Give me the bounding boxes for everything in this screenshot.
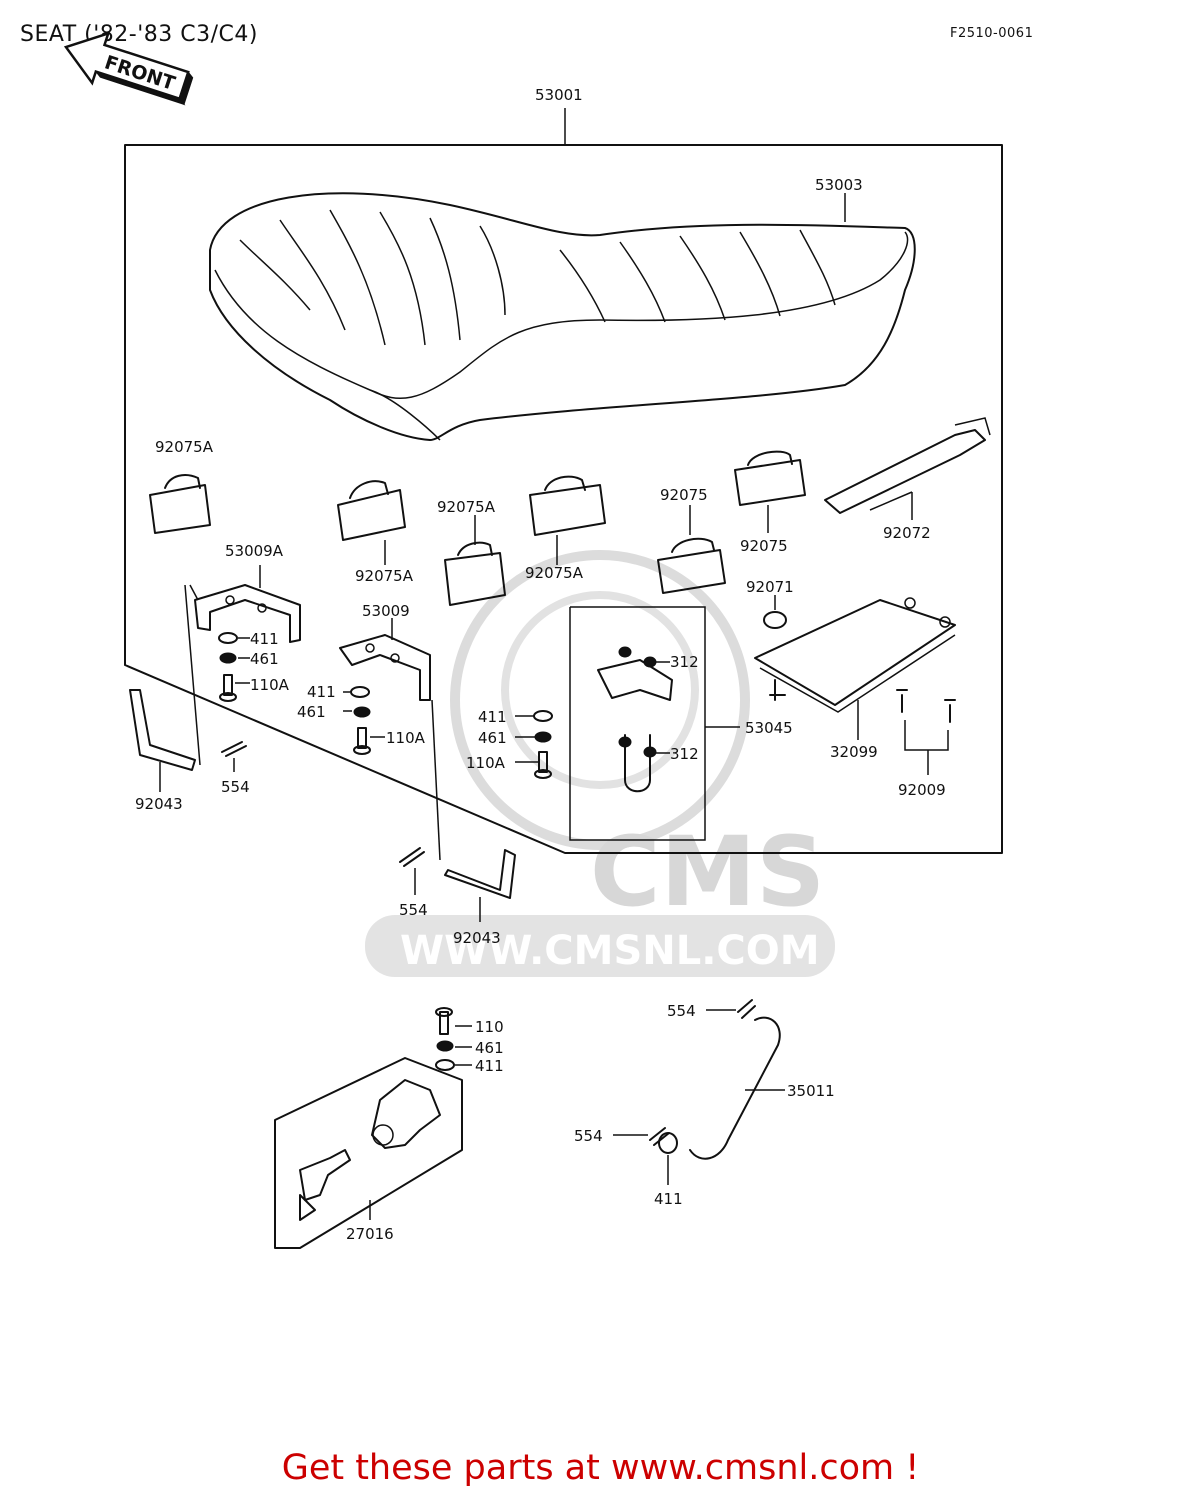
lock-hook-53045 <box>569 606 740 841</box>
watermark-url: WWW.CMSNL.COM <box>400 928 820 974</box>
cushion-92075A-1 <box>149 474 211 534</box>
callout-92075A-3: 92075A <box>437 498 496 516</box>
callout-461-2: 461 <box>297 703 326 721</box>
callout-53009A: 53009A <box>225 542 284 560</box>
callout-92071: 92071 <box>746 578 794 596</box>
callout-110A-2: 110A <box>386 729 426 747</box>
callout-461-4: 461 <box>475 1039 504 1057</box>
parts-shop-link[interactable]: Get these parts at www.cmsnl.com ! <box>281 1448 920 1488</box>
callout-312-2: 312 <box>670 745 699 763</box>
clamp-554-2 <box>399 847 425 895</box>
front-arrow-icon: FRONT <box>63 31 194 106</box>
cushion-92075-1 <box>657 505 726 594</box>
seat-53003 <box>209 192 916 441</box>
cable-35011 <box>658 1016 785 1185</box>
bracket-53009 <box>339 618 441 861</box>
callout-411-1: 411 <box>250 630 279 648</box>
callout-53003: 53003 <box>815 176 863 194</box>
callout-461-3: 461 <box>478 729 507 747</box>
tray-32099 <box>754 597 956 740</box>
callout-92075A-1: 92075A <box>155 438 214 456</box>
bracket-53009A <box>184 565 301 766</box>
callout-554-2: 554 <box>399 901 428 919</box>
callout-554-4: 554 <box>574 1127 603 1145</box>
assembly-frame <box>124 108 1003 854</box>
cushion-92075A-3 <box>444 515 506 606</box>
watermark-brand: CMS <box>590 816 825 928</box>
callout-53009: 53009 <box>362 602 410 620</box>
callout-411-5: 411 <box>654 1190 683 1208</box>
callout-312-1: 312 <box>670 653 699 671</box>
callout-554-1: 554 <box>221 778 250 796</box>
clamp-554-3 <box>706 999 756 1019</box>
lock-set-27016 <box>274 1057 463 1249</box>
clamp-554-4 <box>613 1127 670 1146</box>
parts-diagram: CMS WWW.CMSNL.COM FRONT <box>63 31 1003 1249</box>
callout-110A-1: 110A <box>250 676 290 694</box>
cushion-92075A-2 <box>337 480 406 565</box>
strap-92072 <box>824 417 991 520</box>
callout-92072: 92072 <box>883 524 931 542</box>
clamp-554-1 <box>221 741 247 772</box>
callout-27016: 27016 <box>346 1225 394 1243</box>
callout-554-3: 554 <box>667 1002 696 1020</box>
callout-92043-2: 92043 <box>453 929 501 947</box>
tube-92043-1 <box>129 689 196 792</box>
callout-92075-1: 92075 <box>660 486 708 504</box>
callout-53045: 53045 <box>745 719 793 737</box>
callout-92009: 92009 <box>898 781 946 799</box>
cushion-92075A-4 <box>529 475 606 565</box>
callout-92075A-2: 92075A <box>355 567 414 585</box>
callout-461-1: 461 <box>250 650 279 668</box>
fasteners-group-4 <box>435 1007 472 1071</box>
callout-92075A-4: 92075A <box>525 564 584 582</box>
callout-92075-2: 92075 <box>740 537 788 555</box>
screws-92009 <box>896 689 956 775</box>
fasteners-group-2 <box>343 686 385 755</box>
cushion-92075-2 <box>734 450 806 533</box>
callout-110A-3: 110A <box>466 754 506 772</box>
grommet-92071 <box>763 595 787 629</box>
callout-411-3: 411 <box>478 708 507 726</box>
callout-110: 110 <box>475 1018 504 1036</box>
fasteners-group-3 <box>515 710 553 779</box>
callout-92043-1: 92043 <box>135 795 183 813</box>
callout-35011: 35011 <box>787 1082 835 1100</box>
callout-53001: 53001 <box>535 86 583 104</box>
callout-411-4: 411 <box>475 1057 504 1075</box>
diagram-title: SEAT ('82-'83 C3/C4) <box>20 22 258 47</box>
callout-411-2: 411 <box>307 683 336 701</box>
callout-32099: 32099 <box>830 743 878 761</box>
callout-labels: 53001 53003 92075A 92075A 92075A 92075A … <box>135 86 946 1243</box>
tube-92043-2 <box>444 849 516 922</box>
diagram-code: F2510-0061 <box>950 26 1034 41</box>
fasteners-group-1 <box>218 632 250 702</box>
watermark: CMS WWW.CMSNL.COM <box>365 550 835 977</box>
